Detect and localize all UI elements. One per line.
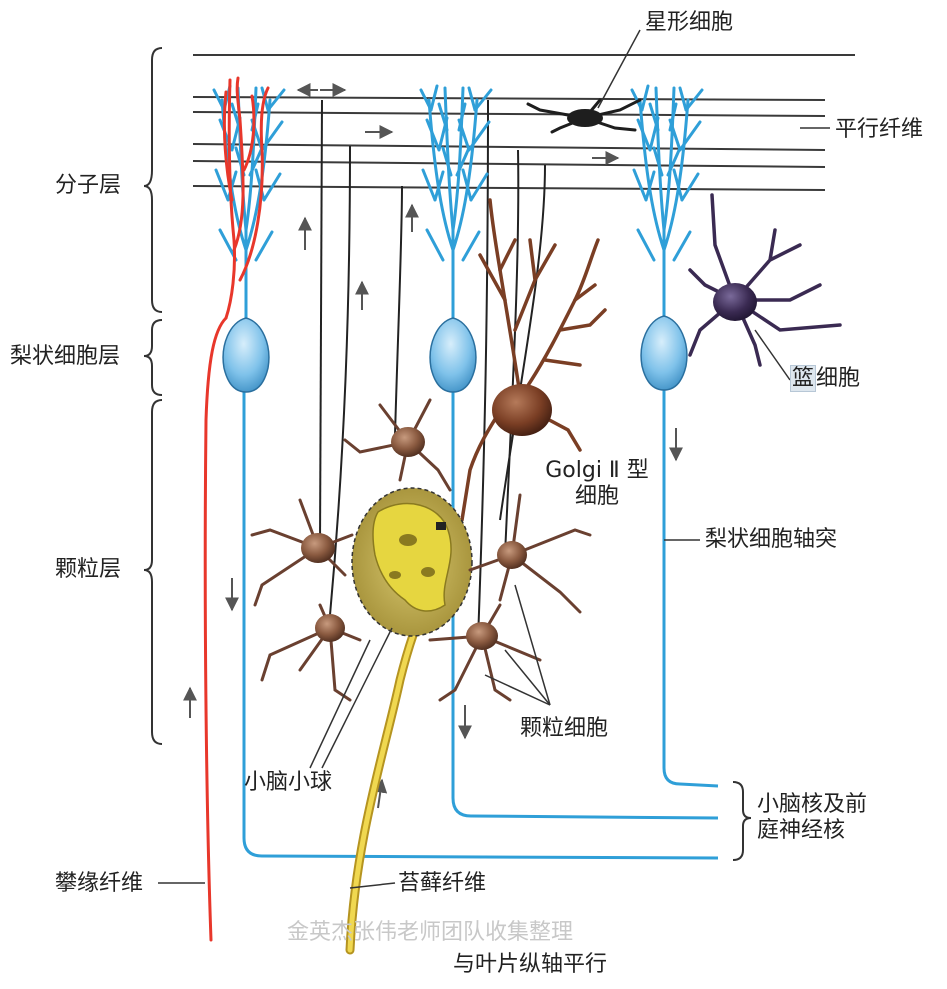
purkinje-somas xyxy=(223,316,687,392)
basket-cell xyxy=(690,195,840,365)
label-parallel-fiber: 平行纤维 xyxy=(835,117,923,143)
label-nuclei-line1: 小脑核及前 xyxy=(757,792,867,818)
label-golgi-cell: Golgi Ⅱ 型细胞 xyxy=(538,458,656,511)
label-stellate-cell: 星形细胞 xyxy=(645,10,733,36)
climbing-fiber xyxy=(205,78,268,940)
label-granule-cells: 颗粒细胞 xyxy=(520,716,608,742)
label-glomerulus: 小脑小球 xyxy=(244,770,332,796)
purkinje-dendrites xyxy=(214,86,702,318)
label-purkinje-axon: 梨状细胞轴突 xyxy=(705,527,837,553)
label-mossy-fiber: 苔藓纤维 xyxy=(398,871,486,897)
label-nuclei-line2: 庭神经核 xyxy=(757,818,867,844)
stellate-cell xyxy=(528,100,640,132)
label-cerebellar-nuclei: 小脑核及前庭神经核 xyxy=(757,792,867,845)
watermark-text: 金英杰张伟老师团队收集整理 xyxy=(287,914,573,946)
label-golgi-line2: 细胞 xyxy=(538,484,656,510)
label-golgi-line1: Golgi Ⅱ 型 xyxy=(538,458,656,484)
label-basket-cell-prefix: 篮 xyxy=(790,365,816,392)
label-basket-cell-suffix: 细胞 xyxy=(816,366,860,391)
layer-label-molecular: 分子层 xyxy=(55,173,121,199)
layer-label-granular: 颗粒层 xyxy=(55,557,121,583)
golgi-cell-body xyxy=(492,384,552,436)
label-basket-cell: 篮细胞 xyxy=(790,366,860,392)
glomerulus xyxy=(352,488,472,636)
mossy-fiber xyxy=(350,605,425,950)
parallel-fibers xyxy=(193,55,855,190)
label-climbing-fiber: 攀缘纤维 xyxy=(55,871,143,897)
caption-text: 与叶片纵轴平行 xyxy=(453,952,607,978)
layer-label-purkinje: 梨状细胞层 xyxy=(10,344,120,370)
